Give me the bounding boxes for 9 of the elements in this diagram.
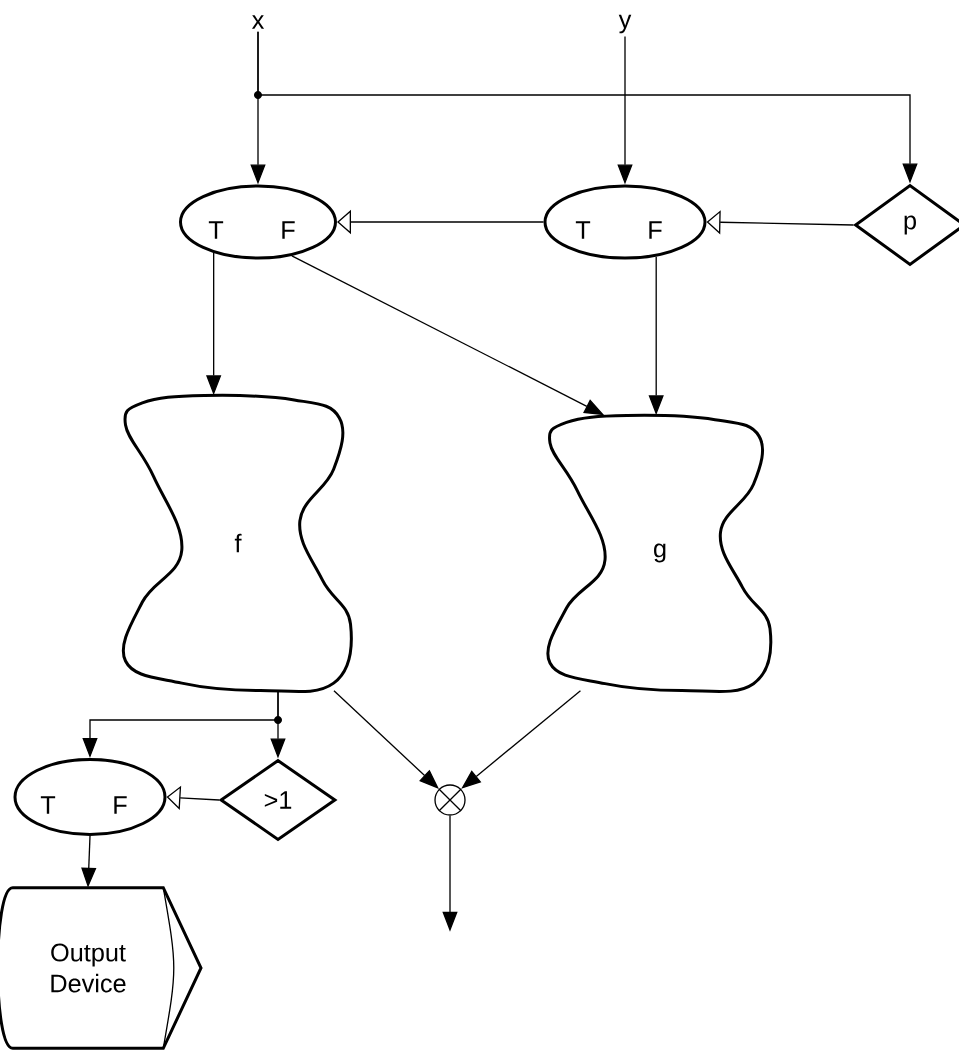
variable-label: y [618,14,632,34]
variable-label: x [251,15,265,29]
function-blob: g [546,413,773,694]
multiplier-circle [434,784,466,816]
arrow [706,210,855,235]
function-blob: f [121,393,353,694]
arrow [333,690,439,789]
arrow [461,690,582,789]
output-device-shape: Output Device [0,886,203,1050]
